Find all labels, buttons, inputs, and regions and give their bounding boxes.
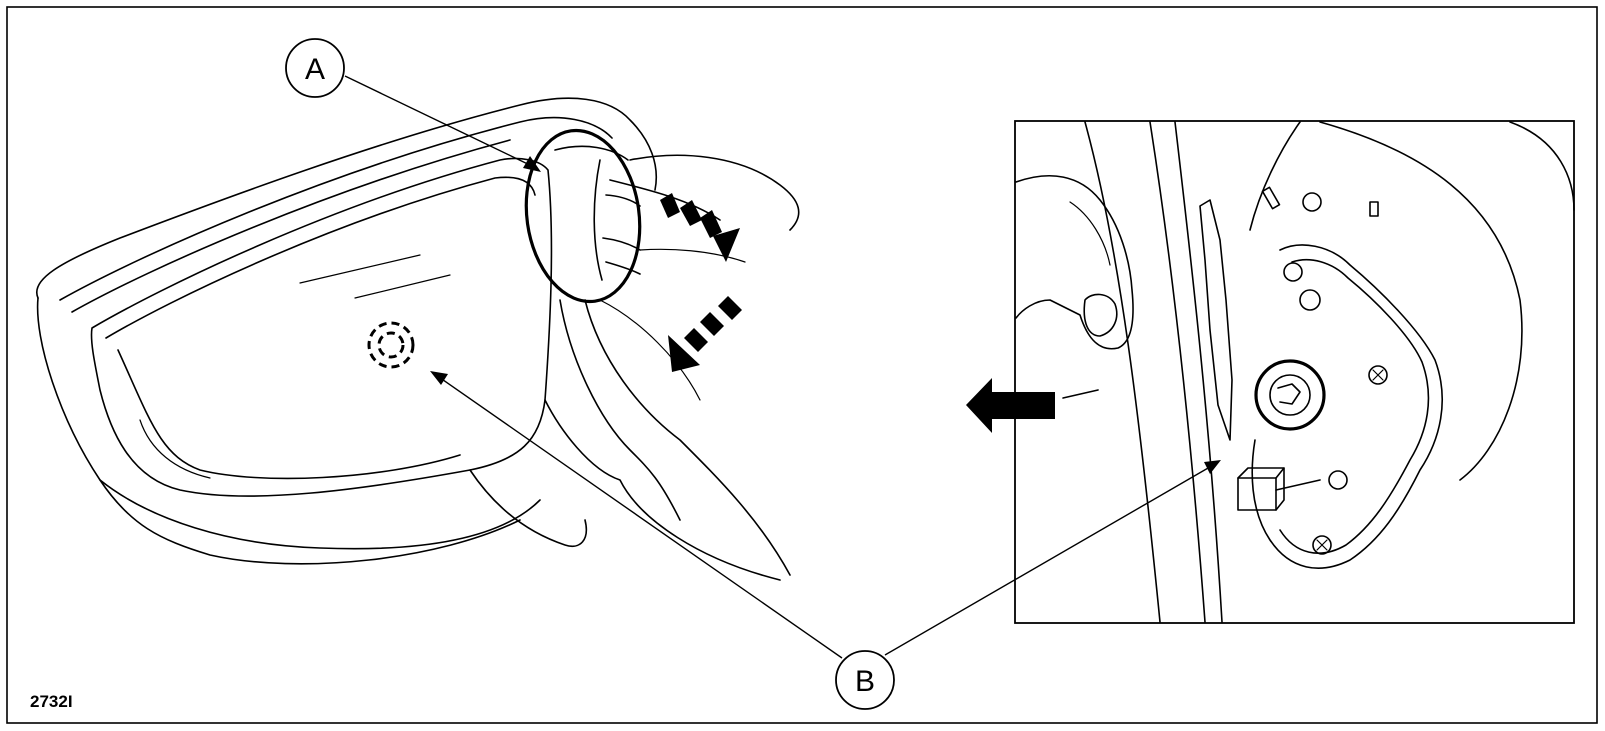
mirror-shell-outline: [35, 97, 657, 299]
callout-b-label: B: [855, 665, 875, 698]
connector-block: [1237, 477, 1277, 511]
figure-reference-code: 2732I: [30, 692, 73, 711]
detail-view-frame: [1014, 120, 1575, 624]
clip-a-highlight-circle: [524, 128, 642, 304]
callout-a-label: A: [305, 53, 325, 86]
callout-b-leader-right: [884, 463, 1216, 656]
callout-a: A: [285, 38, 345, 98]
pull-direction-arrow: [966, 378, 1055, 433]
removal-direction-arrow-upper: [660, 193, 740, 262]
mirror-housing-left-view: [35, 97, 800, 581]
interior-detail-right-view: [966, 120, 1575, 624]
callout-b: B: [835, 650, 895, 710]
finger-outline: [1015, 175, 1134, 350]
clip-plate-outline: [1251, 244, 1443, 569]
removal-direction-arrow-lower: [668, 296, 742, 372]
callout-b-leader-left: [435, 374, 843, 659]
mirror-arm-outline: [629, 154, 800, 231]
mirror-glass-outline: [90, 157, 553, 497]
clip-b-highlight-circle: [1254, 359, 1326, 431]
hidden-clip-b-marker: [367, 321, 415, 369]
callout-a-leader: [344, 75, 537, 169]
